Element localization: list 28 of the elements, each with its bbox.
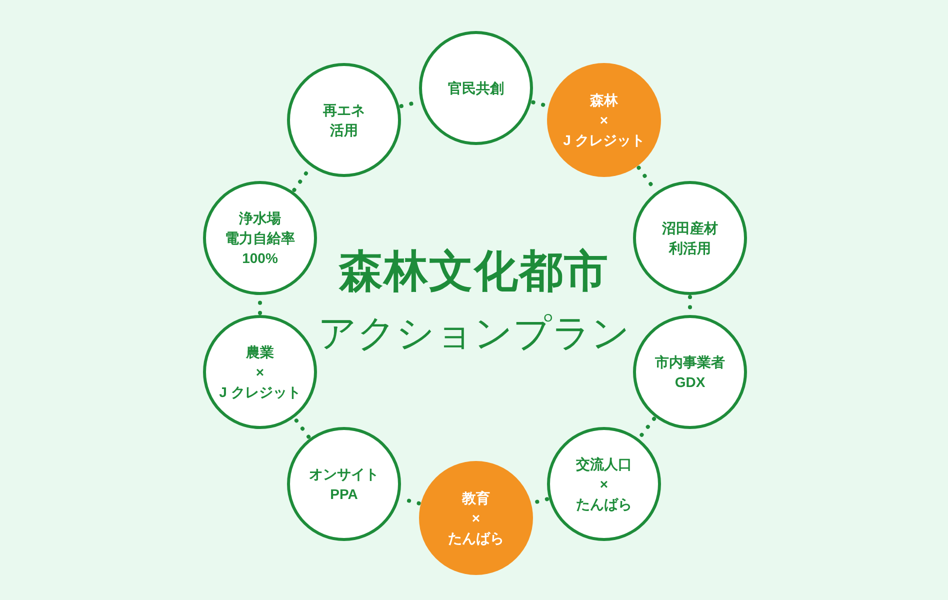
title: 森林文化都市 [339,246,609,298]
subtitle: アクションプラン [318,312,630,356]
circle-text: 市内事業者 [655,353,725,372]
circle-text: × [600,475,608,494]
circle-text: × [600,111,608,130]
circle-text: 活用 [330,121,358,140]
circle-text: 沼田産材 [662,219,718,238]
circle-text: 農業 [246,343,274,362]
circle-text: オンサイト [309,465,379,484]
circle-text: 再エネ [323,101,365,120]
circle-text: × [256,363,264,382]
circle-text: 浄水場 [239,209,281,228]
circle-text: たんばら [448,529,504,548]
dotted-connector [638,416,656,440]
circle-text: 100% [242,249,278,268]
circle-text: 電力自給率 [225,229,295,248]
circle-text: 官民共創 [448,79,504,98]
circle-text: × [472,509,480,528]
dotted-connector [293,417,311,439]
circle-text: 交流人口 [576,455,632,474]
circle-text: GDX [674,373,706,392]
circle-text: J クレジット [219,383,301,402]
circle-text: 利活用 [669,239,711,258]
circle-text: 教育 [462,489,490,508]
circle-text: PPA [330,485,358,504]
circle-text: J クレジット [563,131,645,150]
circle-text: たんばら [576,495,632,514]
circle-text: 森林 [590,91,618,110]
